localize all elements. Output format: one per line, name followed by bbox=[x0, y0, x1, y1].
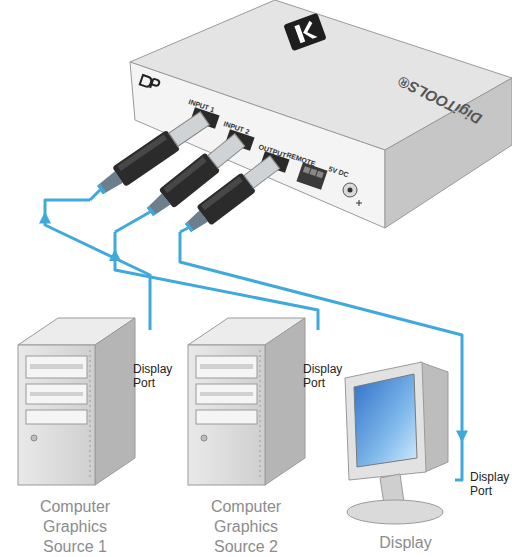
cable-line bbox=[115, 232, 318, 330]
plug-ring bbox=[147, 206, 156, 216]
node-caption: Computer Graphics Source 1 bbox=[32, 497, 118, 557]
port-label: INPUT 1 bbox=[187, 98, 215, 114]
computer-tower bbox=[18, 318, 135, 485]
computer-tower bbox=[188, 318, 305, 485]
plug-metal bbox=[244, 156, 280, 189]
cable-stub bbox=[180, 228, 188, 232]
cable-connector bbox=[109, 232, 318, 330]
port-label: REMOTE bbox=[285, 151, 316, 168]
port-label: 5V DC bbox=[327, 165, 349, 179]
arrow-head bbox=[109, 249, 121, 261]
plug-ring bbox=[185, 222, 194, 232]
dc-jack-pin bbox=[348, 188, 353, 193]
computer-source: Computer Graphics Source 2 bbox=[170, 330, 322, 557]
plug-body bbox=[112, 130, 180, 187]
brand-logo bbox=[283, 13, 326, 52]
dp-logo-part bbox=[150, 79, 160, 91]
computer-source: Computer Graphics Source 1 bbox=[0, 330, 150, 557]
logo-mark bbox=[294, 20, 317, 43]
cable-stub bbox=[115, 212, 150, 232]
plug-ring bbox=[97, 184, 106, 194]
node-caption: Computer Graphics Source 2 bbox=[203, 497, 289, 557]
monitor-screen bbox=[354, 374, 417, 467]
polarity-symbol bbox=[356, 200, 362, 206]
terminal-screw bbox=[316, 171, 324, 179]
edge-label: Display Port bbox=[133, 362, 183, 390]
cable-line bbox=[45, 200, 150, 330]
monitor-bezel bbox=[345, 362, 426, 480]
display-monitor: Display bbox=[340, 355, 455, 557]
arrow-head bbox=[456, 431, 468, 443]
monitor-neck bbox=[380, 474, 404, 504]
plug-metal bbox=[208, 134, 245, 168]
terminal-screw bbox=[303, 166, 311, 174]
brand-name: DigiTOOLS® bbox=[396, 73, 485, 127]
dc-jack bbox=[343, 183, 357, 197]
plug-highlight bbox=[117, 134, 166, 171]
plug-metal bbox=[169, 112, 209, 147]
port-label: OUTPUT bbox=[257, 143, 287, 160]
node-caption: Display bbox=[363, 533, 449, 553]
edge-label: Display Port bbox=[470, 470, 512, 498]
dp-plug bbox=[181, 153, 282, 238]
edge-label: Display Port bbox=[303, 362, 353, 390]
logo-plate bbox=[283, 13, 326, 52]
plug-highlight bbox=[163, 157, 206, 193]
switcher-device: INPUT 1 INPUT 2 OUTPUTREMOTE 5V DC DigiTOOLS… bbox=[90, 5, 505, 232]
monitor-base bbox=[347, 500, 443, 524]
cable-line bbox=[180, 232, 462, 480]
plug-highlight bbox=[201, 177, 243, 211]
dp-logo bbox=[140, 75, 160, 90]
cable-stub bbox=[90, 190, 100, 200]
arrow-head bbox=[39, 212, 51, 224]
port-label: INPUT 2 bbox=[222, 120, 250, 136]
terminal-screw bbox=[309, 168, 317, 176]
cable-connector bbox=[39, 200, 150, 330]
cable-connector bbox=[180, 232, 468, 480]
